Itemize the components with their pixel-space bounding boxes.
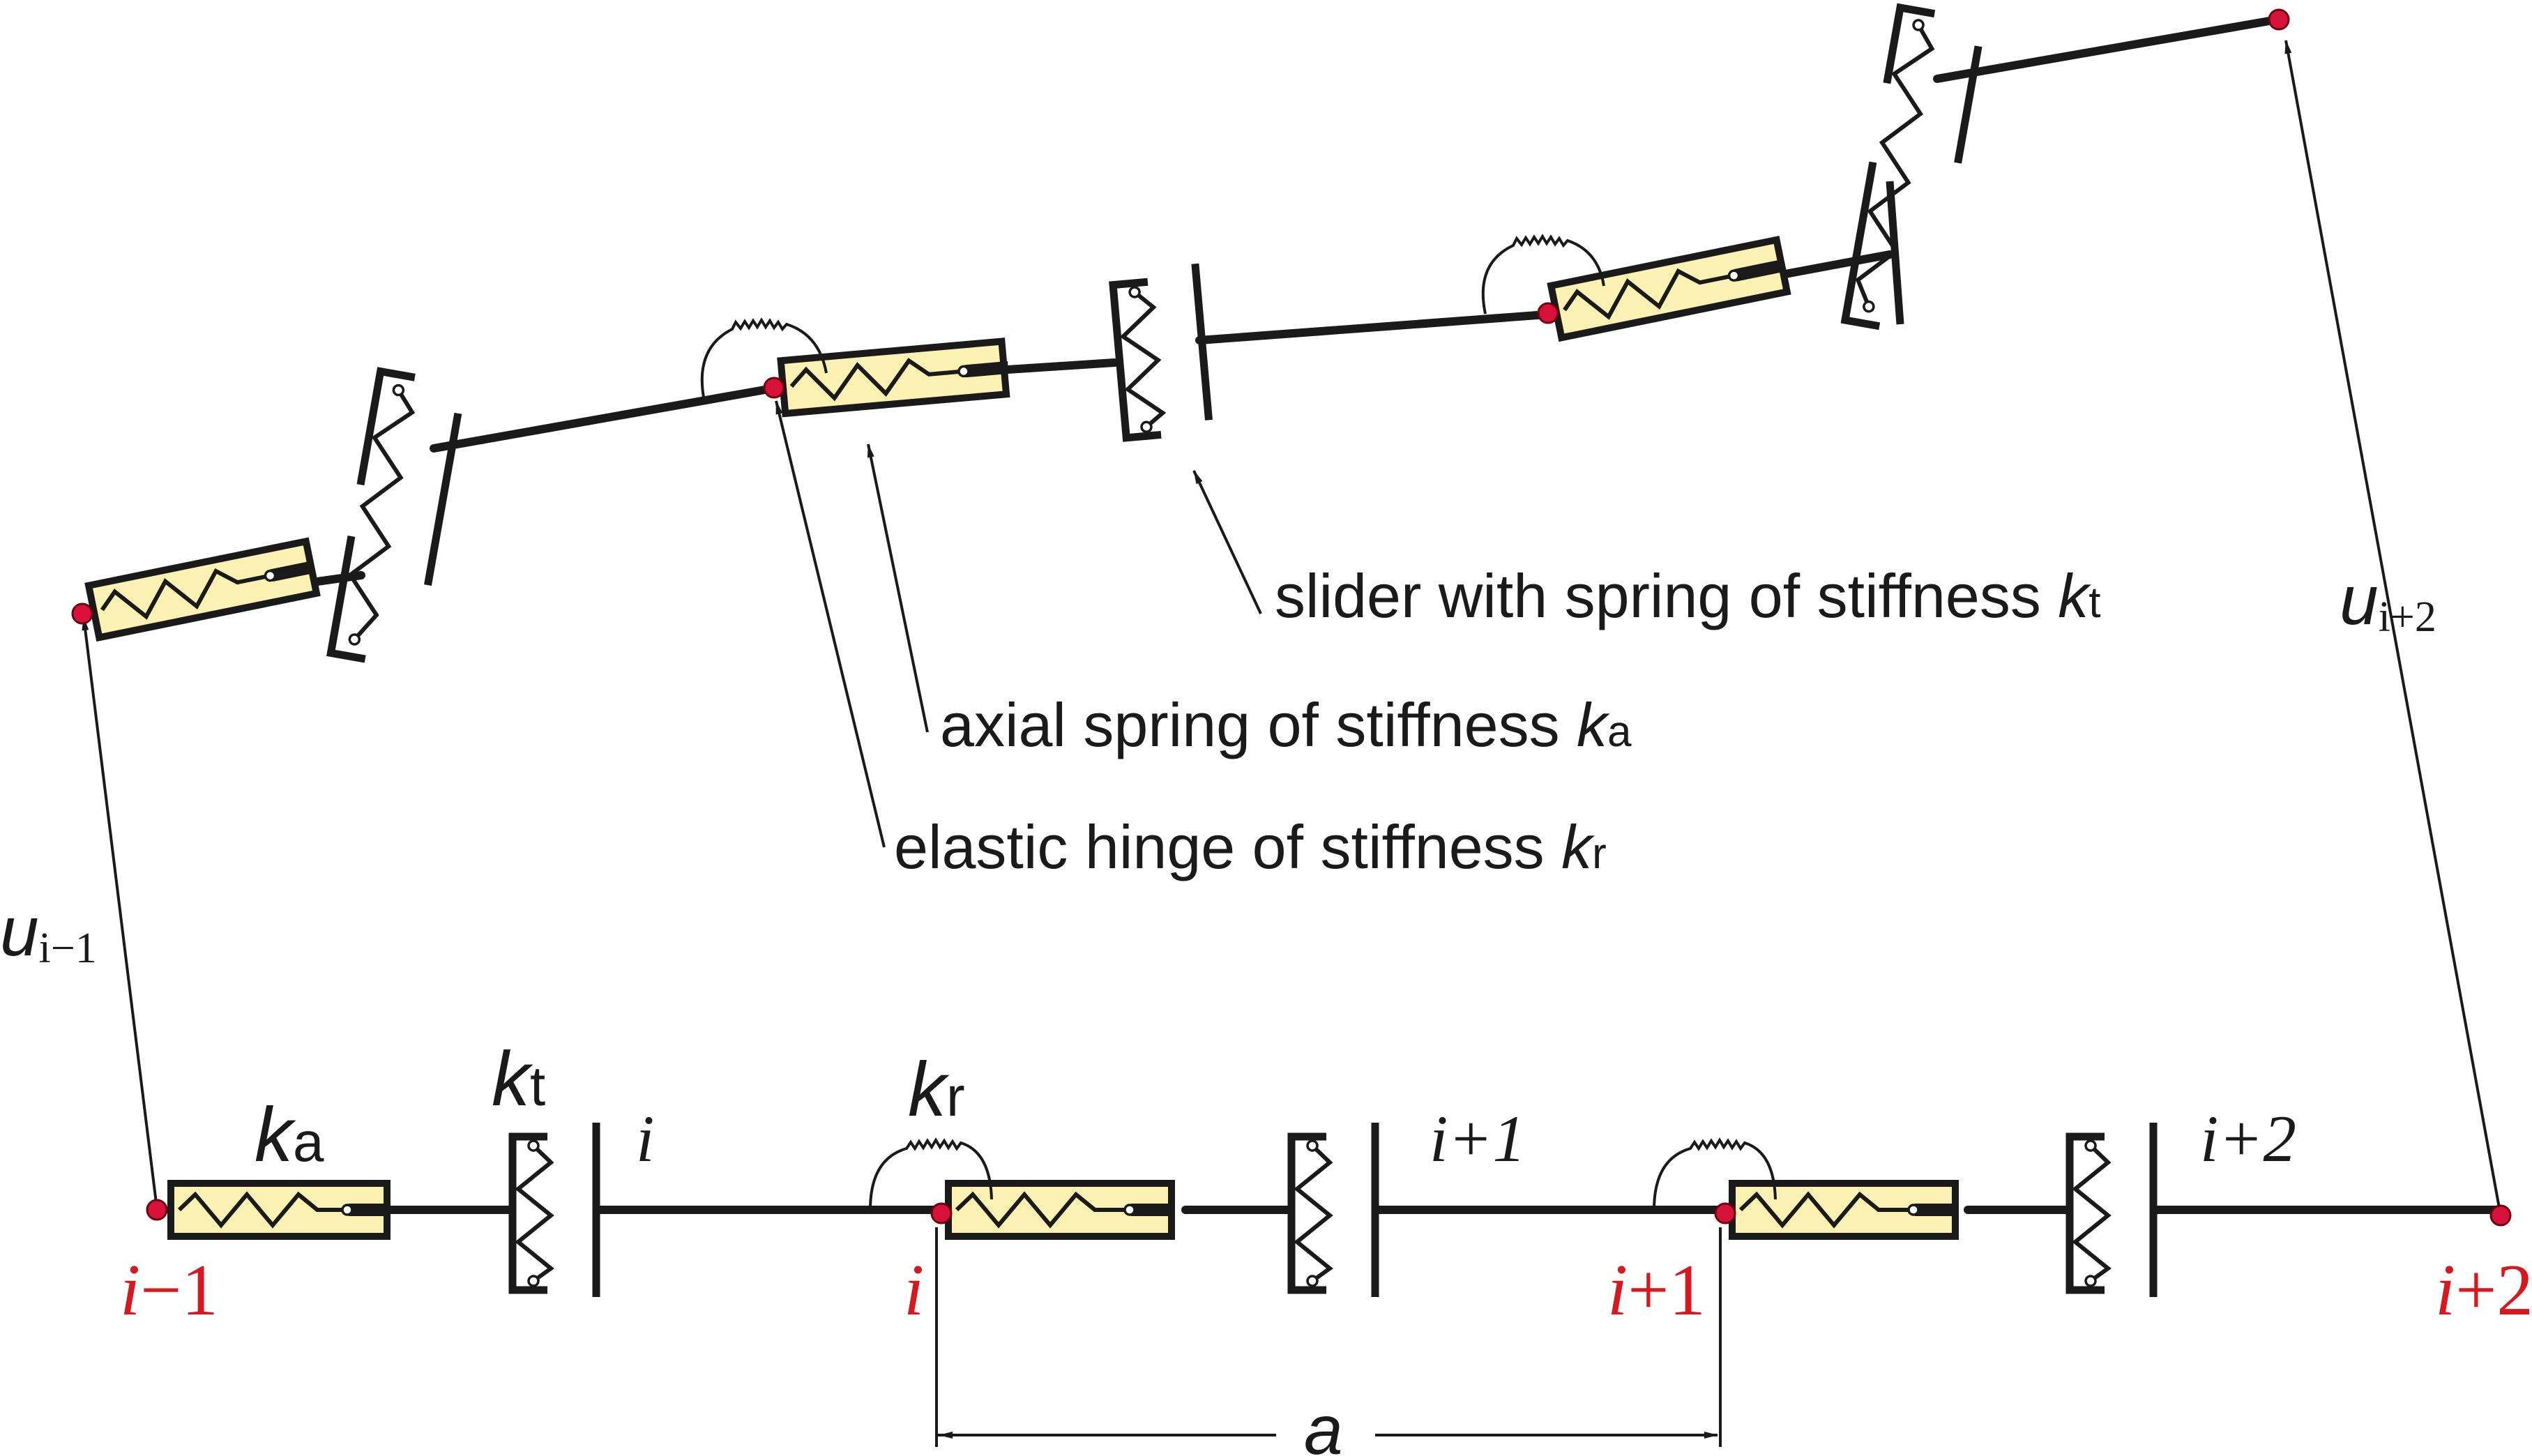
element-label-i-plus-1: i+1: [1430, 1102, 1526, 1176]
leader-axial-spring: [867, 443, 929, 733]
node-label-i: i: [904, 1249, 924, 1330]
axial-spring: [1547, 236, 1791, 342]
leader-slider: [1192, 470, 1262, 614]
slider-spring: [326, 367, 462, 663]
bar-segment: [1781, 250, 1894, 278]
bar-segment: [1003, 358, 1119, 374]
elastic-hinge: [1653, 1137, 1777, 1211]
node-label-i-plus-1: i+1: [1607, 1249, 1706, 1330]
slider-bar: [1886, 181, 1904, 325]
node-label-i-minus-1: i−1: [120, 1249, 218, 1330]
displacement-label-left: ui−1: [0, 893, 97, 972]
axial-spring: [1729, 1180, 1959, 1240]
node-i-minus-1: [146, 1199, 168, 1221]
slider-spring: [1109, 263, 1213, 442]
slider-spring: [2065, 1123, 2158, 1297]
label-kr: kr: [908, 1047, 965, 1132]
node-i-plus-2: [2489, 1204, 2512, 1227]
displacement-arrow-left: [82, 616, 158, 1209]
annotation-elastic-hinge: elastic hinge of stiffness kr: [894, 812, 1607, 881]
node-i-plus-1: [1714, 1202, 1736, 1224]
annotation-axial-spring: axial spring of stiffness ka: [940, 690, 1632, 759]
node-i: [930, 1202, 953, 1224]
label-kt: kt: [492, 1036, 545, 1122]
slider-spring: [508, 1123, 600, 1297]
bar-segment: [1933, 15, 2282, 83]
bar-segment: [1195, 310, 1551, 344]
slider-spring: [1287, 1123, 1379, 1297]
node-i-minus-1-displaced: [71, 602, 93, 625]
axial-spring: [167, 1180, 391, 1240]
leader-elastic-hinge: [775, 400, 886, 848]
displacement-label-right: ui+2: [2340, 561, 2436, 641]
deformed-chain: [71, 3, 2290, 663]
axial-spring: [945, 1180, 1175, 1240]
displacement-arrow-right: [2284, 40, 2502, 1216]
node-i-displaced: [763, 377, 785, 399]
label-ka: ka: [255, 1092, 324, 1178]
axial-spring: [777, 338, 1010, 418]
undeformed-chain: [146, 1123, 2512, 1297]
elastic-hinge: [1481, 234, 1605, 314]
node-label-i-plus-2: i+2: [2435, 1249, 2532, 1330]
annotation-slider: slider with spring of stiffness kt: [1275, 561, 2101, 630]
bar-segment: [430, 384, 777, 453]
spacing-dimension: [935, 1227, 1722, 1447]
slider-spring: [1840, 3, 1983, 331]
node-i-plus-1-displaced: [1537, 302, 1559, 324]
element-label-i-plus-2: i+2: [2200, 1102, 2296, 1176]
elastic-hinge: [869, 1137, 993, 1211]
elastic-hinge: [700, 317, 828, 402]
spacing-label-a: a: [1304, 1391, 1343, 1456]
node-i-plus-2-displaced: [2268, 8, 2290, 31]
element-label-i: i: [636, 1102, 654, 1176]
axial-spring: [84, 537, 321, 642]
